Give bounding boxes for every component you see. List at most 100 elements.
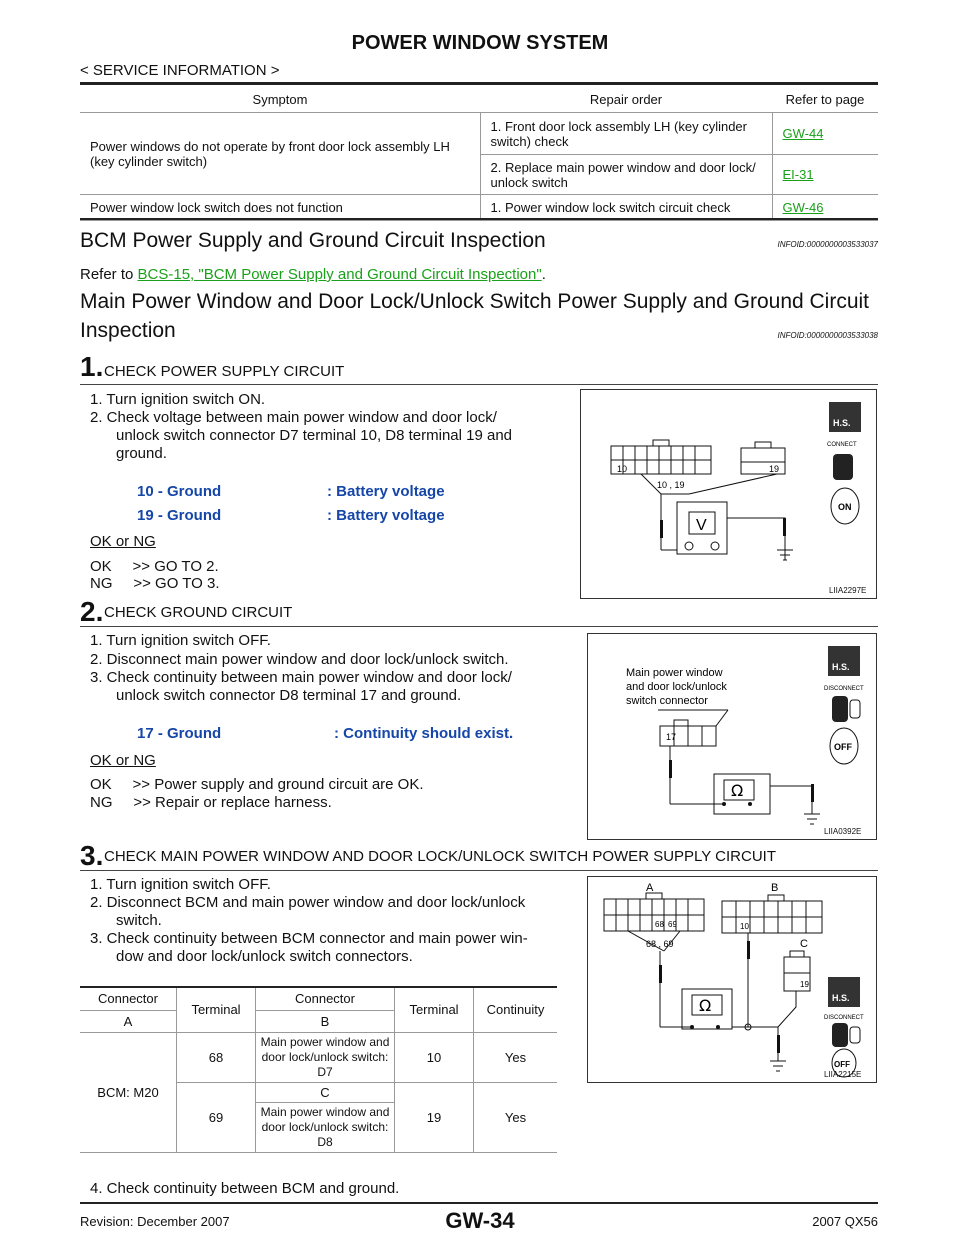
ref-link-gw44[interactable]: GW-44 xyxy=(782,126,824,141)
spec-value: : Continuity should exist. xyxy=(334,725,514,742)
step-rule xyxy=(80,626,878,627)
hs-badge-label: H.S. xyxy=(832,662,850,672)
ignition-state-label: OFF xyxy=(834,742,852,752)
connect-mode-label: CONNECT xyxy=(827,442,857,448)
terminal-cell: 10 xyxy=(394,1032,474,1083)
connector-icon xyxy=(832,1023,848,1047)
connector-icon xyxy=(833,454,853,480)
connector-half-icon xyxy=(849,699,861,719)
diagram-label: Main power window xyxy=(626,667,723,679)
header-rule xyxy=(80,82,878,85)
symptom-cell: Power window lock switch does not functi… xyxy=(80,194,480,221)
step-item-cont: dow and door lock/unlock switch connecto… xyxy=(116,948,413,965)
col-repair-order: Repair order xyxy=(480,86,772,113)
voltmeter-symbol: V xyxy=(696,517,707,534)
spec-label: 10 - Ground xyxy=(137,483,222,500)
ignition-key-icon xyxy=(830,487,860,525)
col-b: B xyxy=(255,1010,395,1033)
continuity-table: Connector Terminal Connector Terminal Co… xyxy=(80,988,557,1153)
connector-cell: C xyxy=(255,1082,395,1103)
refer-suffix: . xyxy=(541,266,546,283)
ref-link-gw46[interactable]: GW-46 xyxy=(782,200,824,215)
hs-badge-icon xyxy=(828,646,860,676)
step-rule xyxy=(80,870,878,871)
ignition-key-icon xyxy=(829,727,859,765)
hs-badge-label: H.S. xyxy=(833,418,851,428)
spec-label: 17 - Ground xyxy=(137,725,222,742)
power-supply-diagram: 10 19 10 , 19 V H.S. CONNECT ON xyxy=(610,402,861,561)
section-title-main-switch-l2: Inspection xyxy=(80,319,176,342)
disconnect-mode-label: DISCONNECT xyxy=(824,1015,864,1021)
terminal-69-label: 69 xyxy=(668,920,677,929)
step-number: 1. xyxy=(80,351,104,382)
step-item: 2. Disconnect main power window and door… xyxy=(90,651,509,668)
terminal-callout: 10 , 19 xyxy=(657,480,685,490)
ok-ng-heading: OK or NG xyxy=(90,752,156,769)
ng-result: NG >> GO TO 3. xyxy=(90,575,220,592)
connector-c-label: C xyxy=(800,938,808,950)
terminal-68-label: 68 xyxy=(655,920,664,929)
table-row: Power window lock switch does not functi… xyxy=(80,194,878,221)
ignition-state-label: OFF xyxy=(834,1060,850,1069)
step-rule xyxy=(80,384,878,385)
info-id: INFOID:0000000003533037 xyxy=(777,240,878,249)
step-item-cont: ground. xyxy=(116,445,167,462)
step-title: CHECK GROUND CIRCUIT xyxy=(104,604,293,621)
table-row: 69 C 19 Yes xyxy=(80,1082,557,1153)
continuity-cell: Yes xyxy=(473,1082,557,1153)
model-year: 2007 QX56 xyxy=(812,1214,878,1229)
section-title-bcm: BCM Power Supply and Ground Circuit Insp… xyxy=(80,229,546,252)
col-symptom: Symptom xyxy=(80,86,480,113)
step-item: 1. Turn ignition switch ON. xyxy=(90,391,266,408)
ref-link-bcs15[interactable]: BCS-15, "BCM Power Supply and Ground Cir… xyxy=(137,266,542,283)
section-title-main-switch: Main Power Window and Door Lock/Unlock S… xyxy=(80,290,870,313)
continuity-cell: Yes xyxy=(473,1032,557,1083)
symptom-cell: Power windows do not operate by front do… xyxy=(80,112,480,195)
table-row: BCM: M20 68 Main power window and door l… xyxy=(80,1032,557,1153)
ohmmeter-symbol: Ω xyxy=(731,781,743,800)
step-item: 3. Check continuity between main power w… xyxy=(90,669,512,686)
table-header-row: Symptom Repair order Refer to page xyxy=(80,86,878,113)
refer-prefix: Refer to xyxy=(80,266,138,283)
col-connector-b: Connector xyxy=(255,988,395,1011)
bcm-connector-cell: BCM: M20 xyxy=(80,1032,177,1153)
connector-half-icon xyxy=(849,1026,861,1044)
col-connector-a: Connector xyxy=(80,988,177,1011)
terminal-10-label: 10 xyxy=(617,464,627,474)
info-id: INFOID:0000000003533038 xyxy=(777,331,878,340)
spec-value: : Battery voltage xyxy=(327,507,445,524)
step-item: 1. Turn ignition switch OFF. xyxy=(90,876,271,893)
bcm-continuity-diagram: A B C 68 69 10 19 68 , 69 Ω H.S. DISCONN… xyxy=(603,882,864,1078)
ohmmeter-symbol: Ω xyxy=(699,996,711,1015)
hs-badge-icon xyxy=(828,977,860,1007)
ignition-state-label: ON xyxy=(838,502,852,512)
step-item-cont: unlock switch connector D7 terminal 10, … xyxy=(116,427,513,444)
terminal-17-label: 17 xyxy=(666,732,676,742)
hs-badge-icon xyxy=(829,402,861,432)
figure-id: LIIA2215E xyxy=(824,1070,862,1079)
ref-link-ei31[interactable]: EI-31 xyxy=(782,167,814,182)
connector-line: door lock/unlock switch: xyxy=(261,1119,389,1134)
table-row: Main power window and door lock/unlock s… xyxy=(80,1102,557,1153)
ng-result: NG >> Repair or replace harness. xyxy=(90,794,332,811)
ground-circuit-diagram: Main power window and door lock/unlock s… xyxy=(626,646,864,825)
page-title: POWER WINDOW SYSTEM xyxy=(351,32,609,54)
step-number: 3. xyxy=(80,840,104,871)
figure-bcm-continuity: A B C 68 69 10 19 68 , 69 Ω H.S. DISCONN… xyxy=(587,876,877,1083)
col-refer-page: Refer to page xyxy=(772,86,878,113)
col-terminal-b: Terminal xyxy=(394,988,474,1033)
table-row: 2. Replace main power window and door lo… xyxy=(80,154,878,195)
figure-id: LIIA0392E xyxy=(824,827,862,836)
step-title: CHECK POWER SUPPLY CIRCUIT xyxy=(104,363,345,380)
connector-line: D8 xyxy=(317,1134,333,1149)
section-breadcrumb: < SERVICE INFORMATION > xyxy=(80,62,280,79)
step-item-cont: unlock switch connector D8 terminal 17 a… xyxy=(116,687,462,704)
spec-value: : Battery voltage xyxy=(327,483,445,500)
col-continuity: Continuity xyxy=(473,988,557,1033)
step-item-cont: switch. xyxy=(116,912,162,929)
spec-label: 19 - Ground xyxy=(137,507,222,524)
terminal-19-label: 19 xyxy=(800,980,809,989)
cont-table-top-rule xyxy=(80,986,557,988)
diagram-label: switch connector xyxy=(626,695,708,707)
repair-order-cell: 2. Replace main power window and door lo… xyxy=(479,154,773,195)
